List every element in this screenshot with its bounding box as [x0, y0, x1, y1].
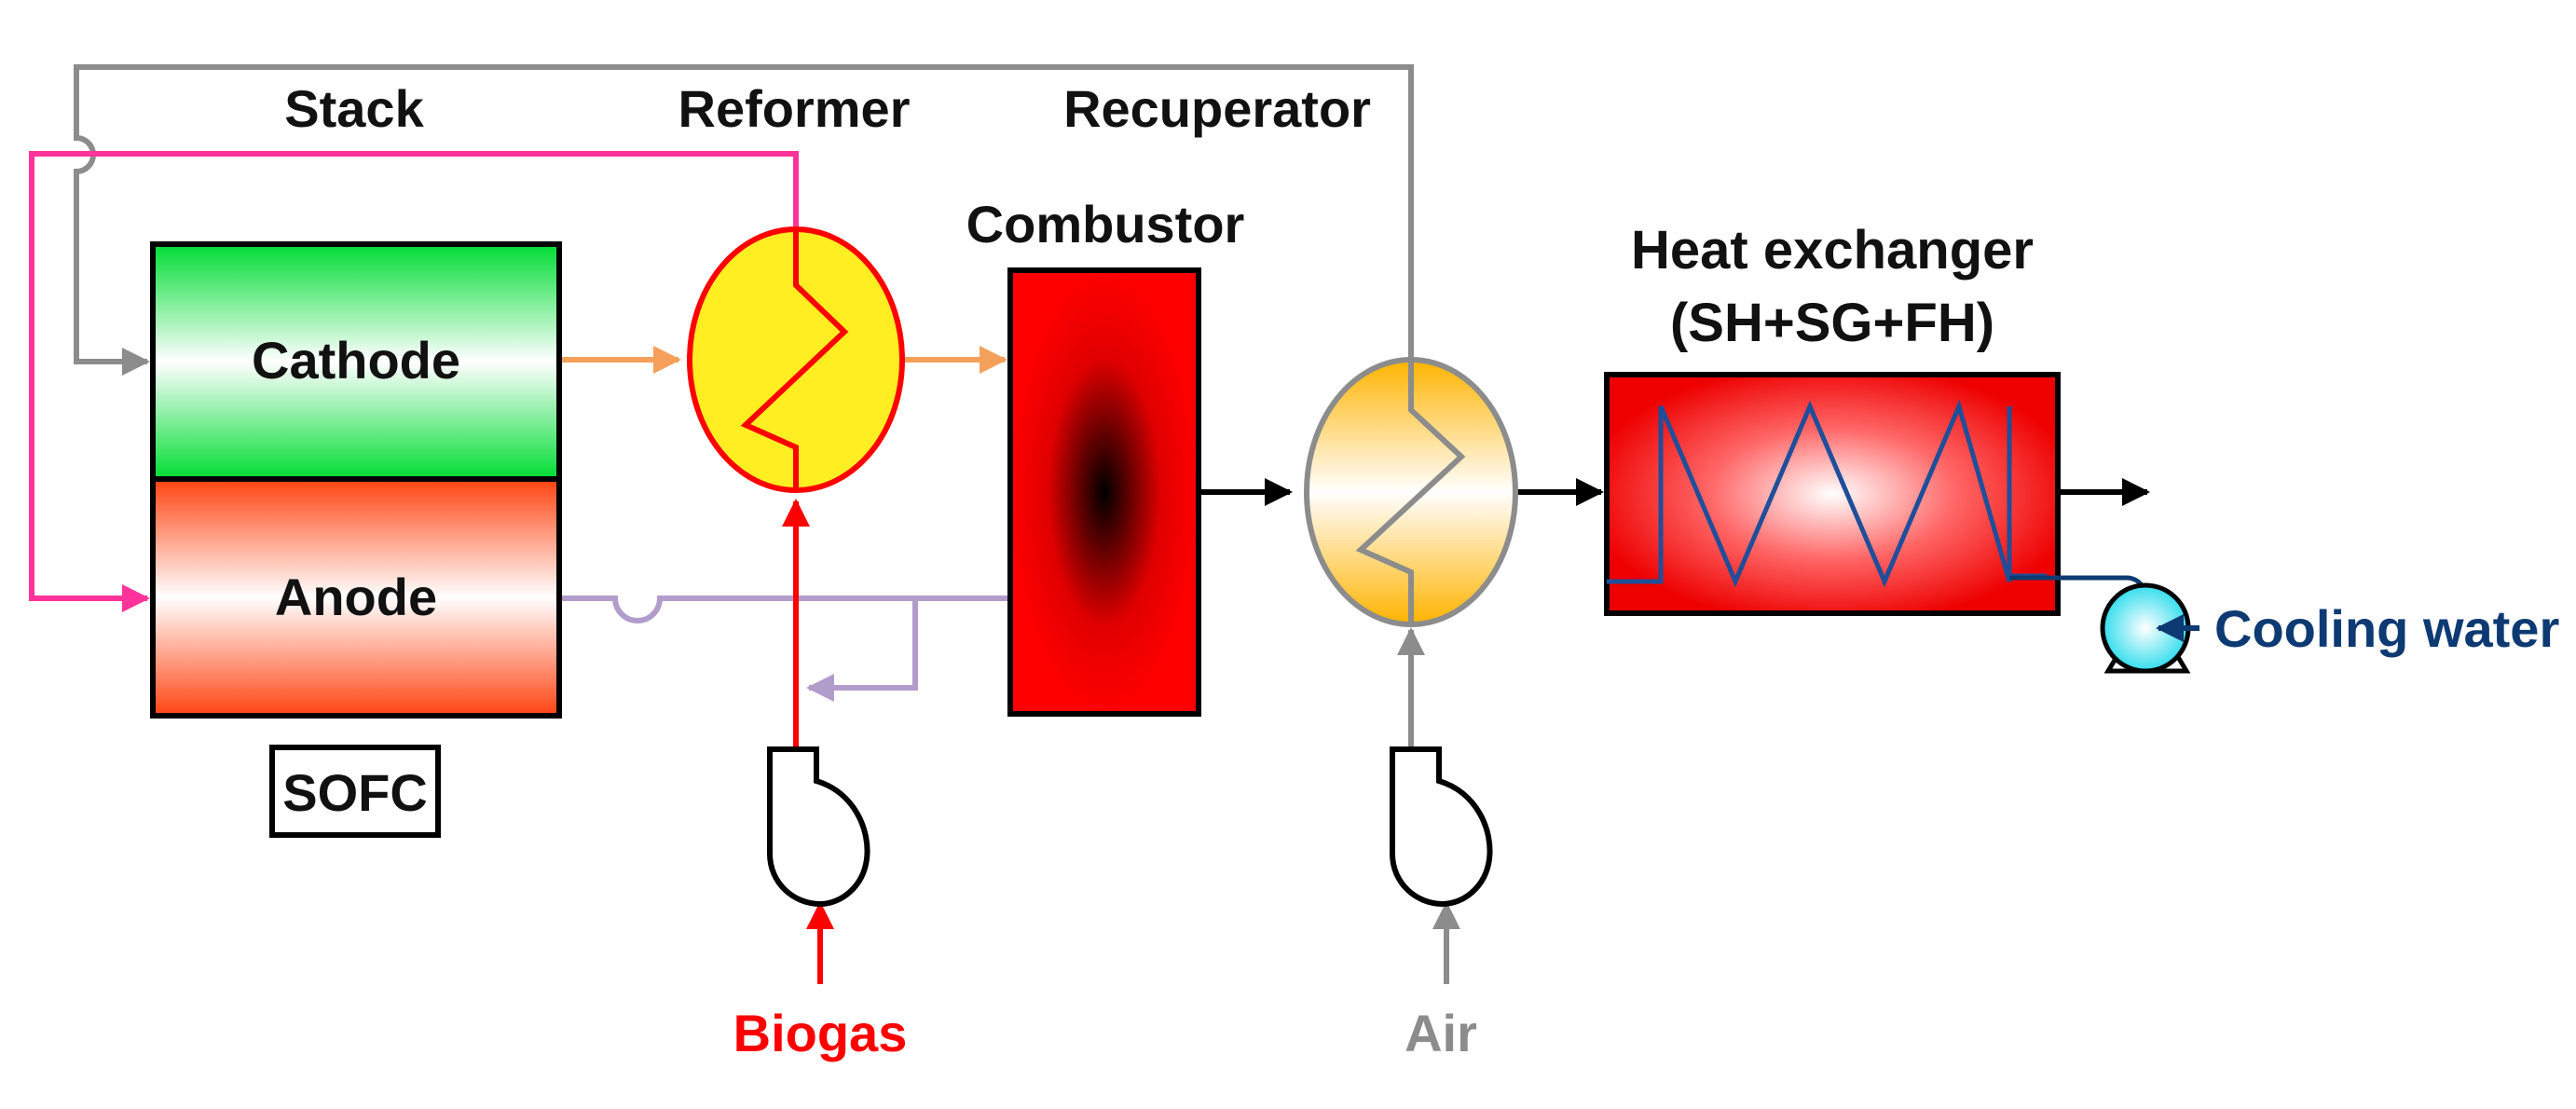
- air-label: Air: [1404, 1004, 1477, 1062]
- heat-exchanger-subtitle: (SH+SG+FH): [1670, 293, 1994, 353]
- stack-title: Stack: [284, 79, 424, 138]
- recuperator-title: Recuperator: [1063, 79, 1371, 138]
- heat-exchanger-coil: [1607, 399, 2047, 588]
- biogas-compressor: [767, 746, 870, 908]
- recuperator-coil: [1355, 360, 1466, 624]
- anode-offgas-line: [561, 596, 1010, 623]
- reformed-fuel-line: [29, 151, 799, 612]
- reformer-title: Reformer: [678, 79, 911, 138]
- cooling-water-label: Cooling water: [2214, 599, 2559, 658]
- cathode-block: [150, 241, 562, 482]
- heat-exchanger-title: Heat exchanger: [1631, 220, 2034, 281]
- heat-exchanger: [1604, 372, 2061, 616]
- combustor-title: Combustor: [966, 195, 1245, 253]
- anode-recirculation-line: [806, 598, 918, 702]
- reformer-coil: [740, 231, 849, 490]
- sofc-label: SOFC: [282, 763, 428, 822]
- anode-block: [150, 476, 562, 719]
- sofc-label-box: [269, 745, 441, 838]
- combustor: [1007, 267, 1201, 717]
- anode-label: Anode: [275, 568, 437, 626]
- biogas-label: Biogas: [733, 1004, 908, 1062]
- air-blower: [1390, 746, 1493, 908]
- cathode-label: Cathode: [252, 331, 460, 390]
